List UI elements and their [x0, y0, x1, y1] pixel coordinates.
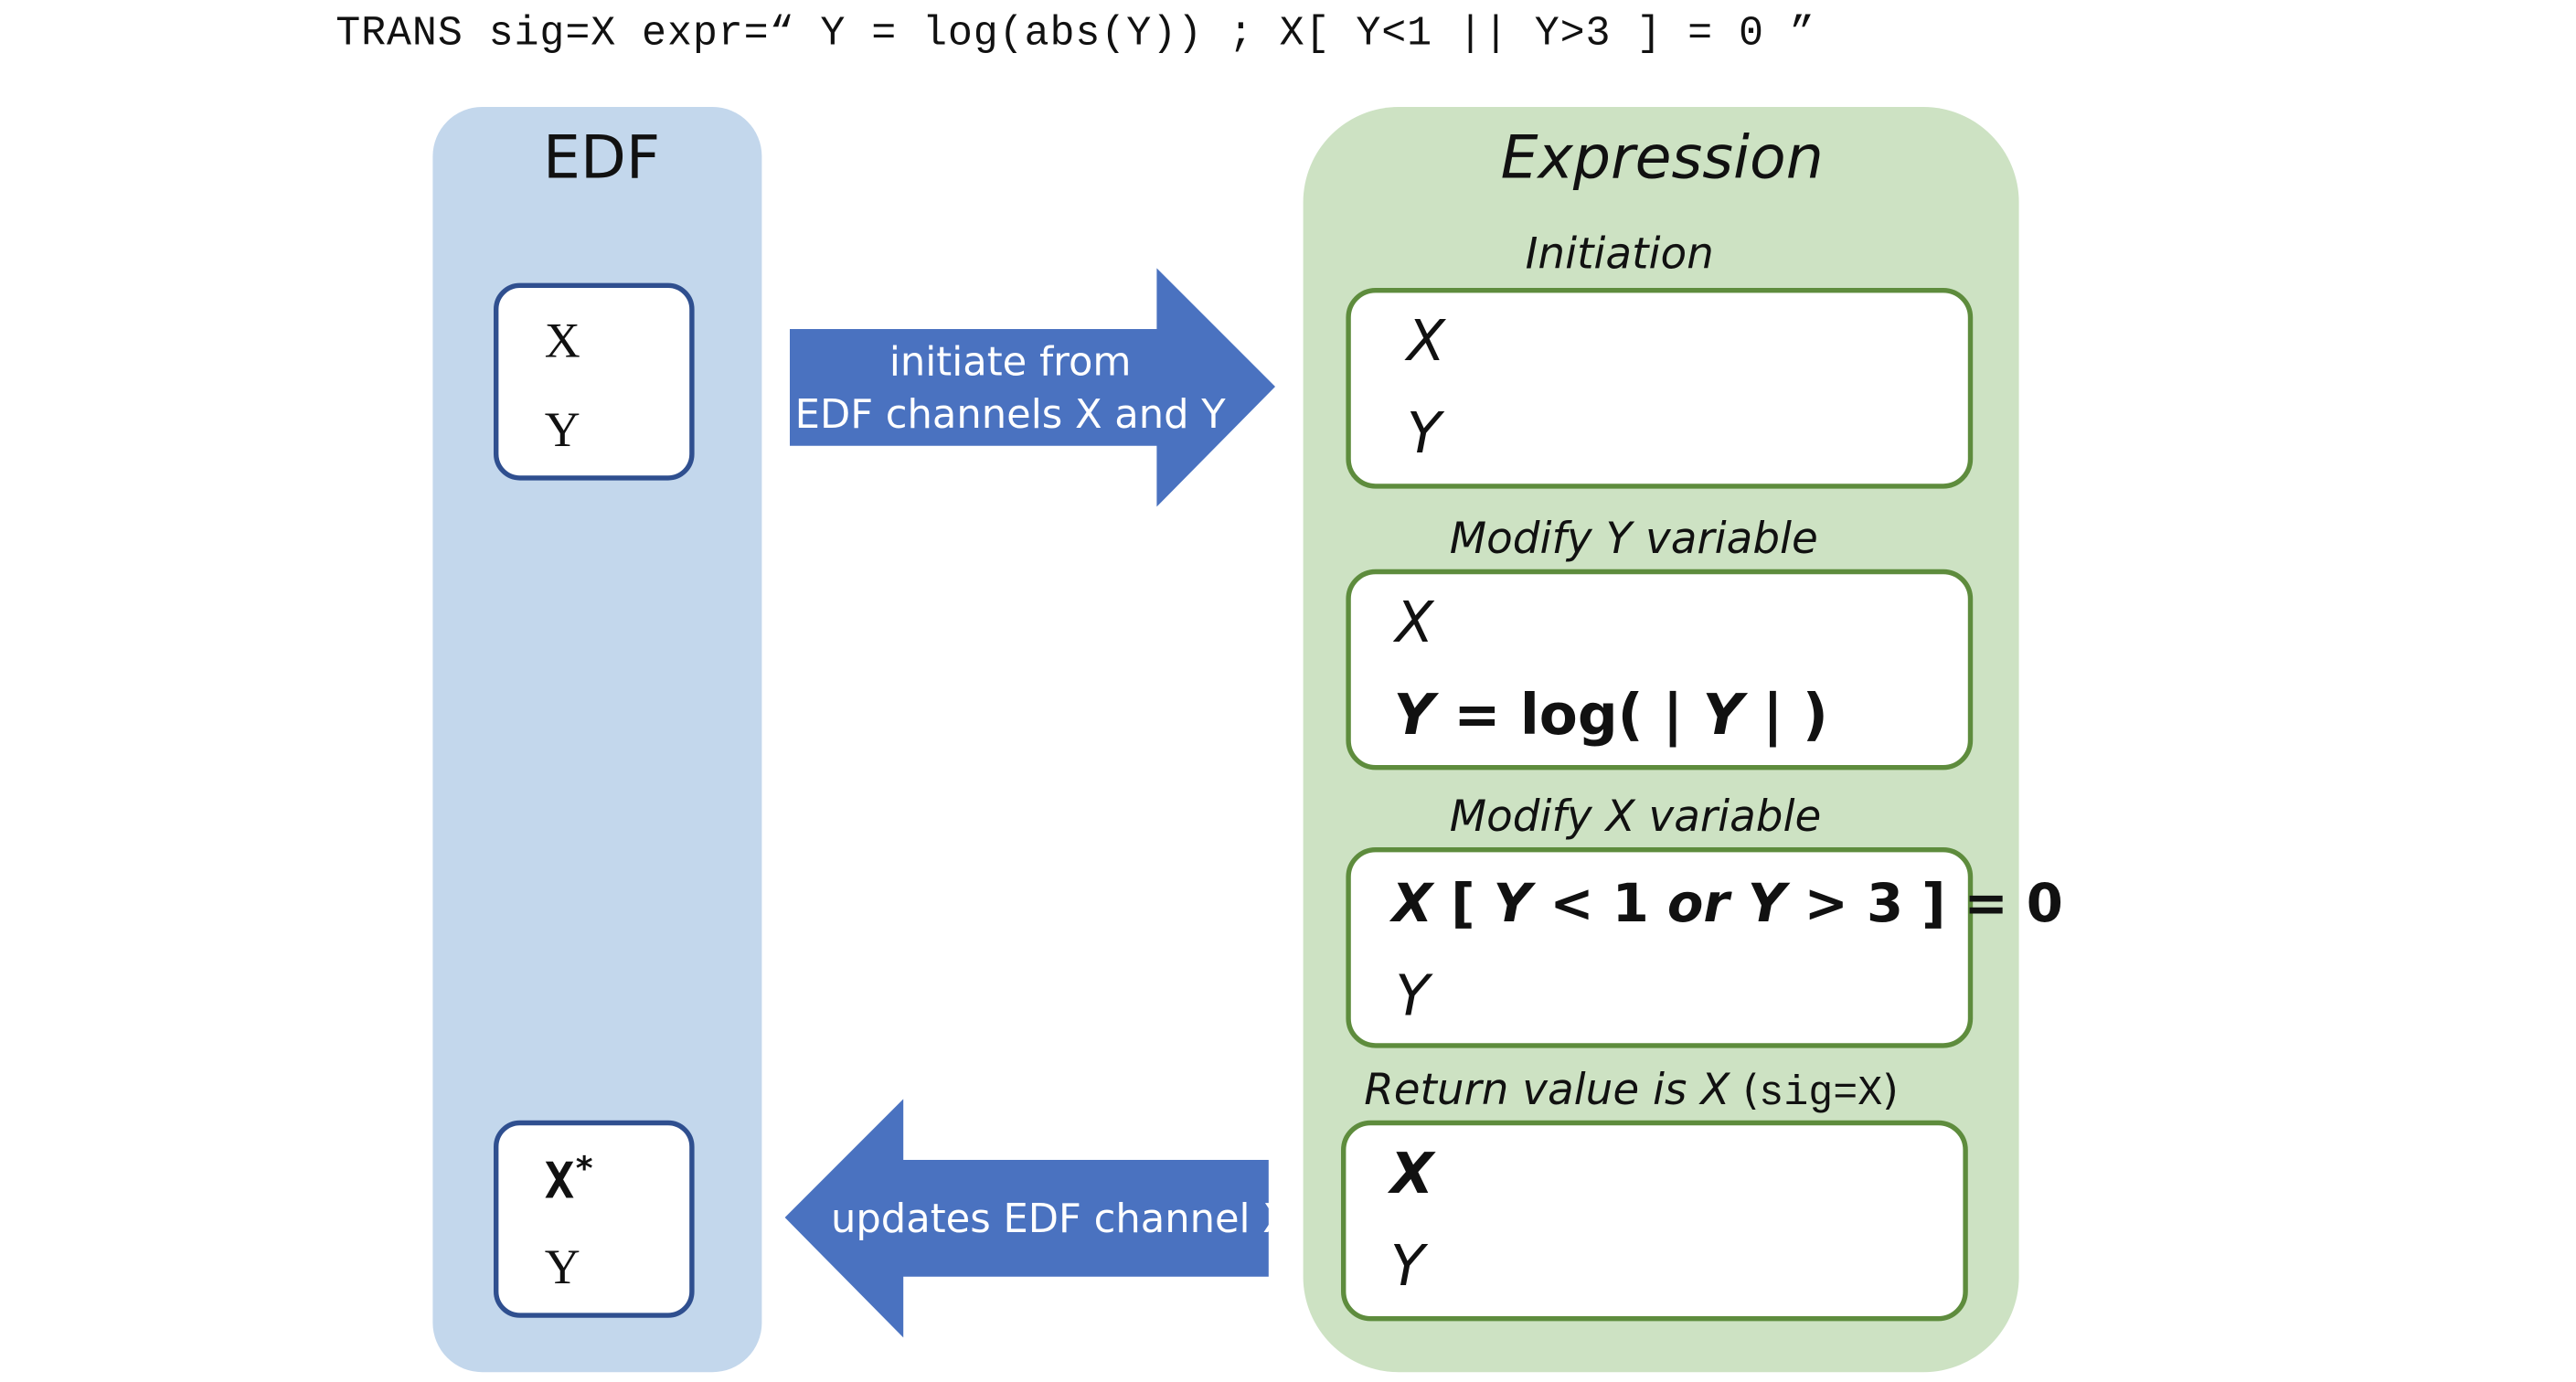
- expr-y-cond1: Y: [1493, 872, 1532, 935]
- expr-gt-3-assign: > 3 ] = 0: [1785, 872, 2063, 935]
- forward-arrow: [790, 268, 1275, 507]
- edf-channels-after: X* Y: [494, 1120, 695, 1318]
- expr-bracket-open: [: [1432, 872, 1494, 935]
- expr-var-y: Y: [1395, 963, 1430, 1030]
- edf-channel-x: X: [544, 314, 580, 369]
- expression-title: Expression: [1500, 124, 1824, 193]
- expr-or: or: [1666, 872, 1730, 935]
- expr-y-target: Y: [1393, 683, 1434, 749]
- return-label-x: X: [1700, 1066, 1730, 1116]
- expr-log-abs-open: = log( |: [1433, 683, 1703, 749]
- command-text: TRANS sig=X expr=“ Y = log(abs(Y)) ; X[ …: [335, 9, 1815, 58]
- return-label-paren-open: (: [1730, 1066, 1760, 1114]
- forward-arrow-line1: initiate from: [889, 338, 1132, 386]
- step-initiation-box: X Y: [1346, 288, 1974, 489]
- return-label-code: sig=X: [1759, 1069, 1883, 1118]
- return-label-paren-close: ): [1882, 1066, 1899, 1114]
- edf-channel-x-label: X: [544, 1153, 575, 1211]
- step-modify-y-box: X Y = log( | Y | ): [1346, 569, 1974, 771]
- expr-var-x: X: [1407, 309, 1445, 376]
- edf-channel-x-updated: X*: [545, 1148, 594, 1210]
- backward-arrow-label: updates EDF channel X: [831, 1196, 1290, 1242]
- modify-x-expression: X [ Y < 1 or Y > 3 ] = 0: [1392, 872, 2063, 934]
- step-modify-x-box: X [ Y < 1 or Y > 3 ] = 0 Y: [1346, 847, 2063, 1048]
- return-label-text: Return value is: [1364, 1066, 1701, 1116]
- step-return-label: Return value is X (sig=X): [1364, 1066, 1899, 1117]
- backward-arrow: [784, 1099, 1269, 1338]
- expr-y-cond2: Y: [1747, 872, 1786, 935]
- expr-space: [1730, 872, 1748, 934]
- edf-channels-before: X Y: [494, 282, 695, 481]
- expr-lt-1: < 1: [1531, 872, 1667, 935]
- expr-var-x-returned: X: [1390, 1142, 1434, 1208]
- modify-y-expression: Y = log( | Y | ): [1394, 683, 1828, 749]
- edf-channel-y: Y: [544, 403, 580, 458]
- expr-y-arg: Y: [1702, 683, 1743, 749]
- step-initiation-label: Initiation: [1525, 230, 1714, 280]
- edf-title: EDF: [543, 124, 661, 193]
- expr-log-abs-close: | ): [1742, 683, 1828, 749]
- step-modify-x-label: Modify X variable: [1449, 792, 1822, 843]
- forward-arrow-label: initiate from EDF channels X and Y: [790, 335, 1230, 441]
- expr-var-y: Y: [1407, 401, 1442, 468]
- expr-var-x: X: [1395, 590, 1434, 657]
- expr-var-y: Y: [1390, 1234, 1425, 1300]
- step-modify-y-label: Modify Y variable: [1449, 515, 1818, 565]
- updated-marker: *: [574, 1148, 594, 1188]
- edf-channel-y: Y: [544, 1240, 580, 1295]
- expr-x-target: X: [1391, 872, 1433, 935]
- forward-arrow-line2: EDF channels X and Y: [794, 391, 1226, 438]
- step-return-box: X Y: [1341, 1120, 1968, 1322]
